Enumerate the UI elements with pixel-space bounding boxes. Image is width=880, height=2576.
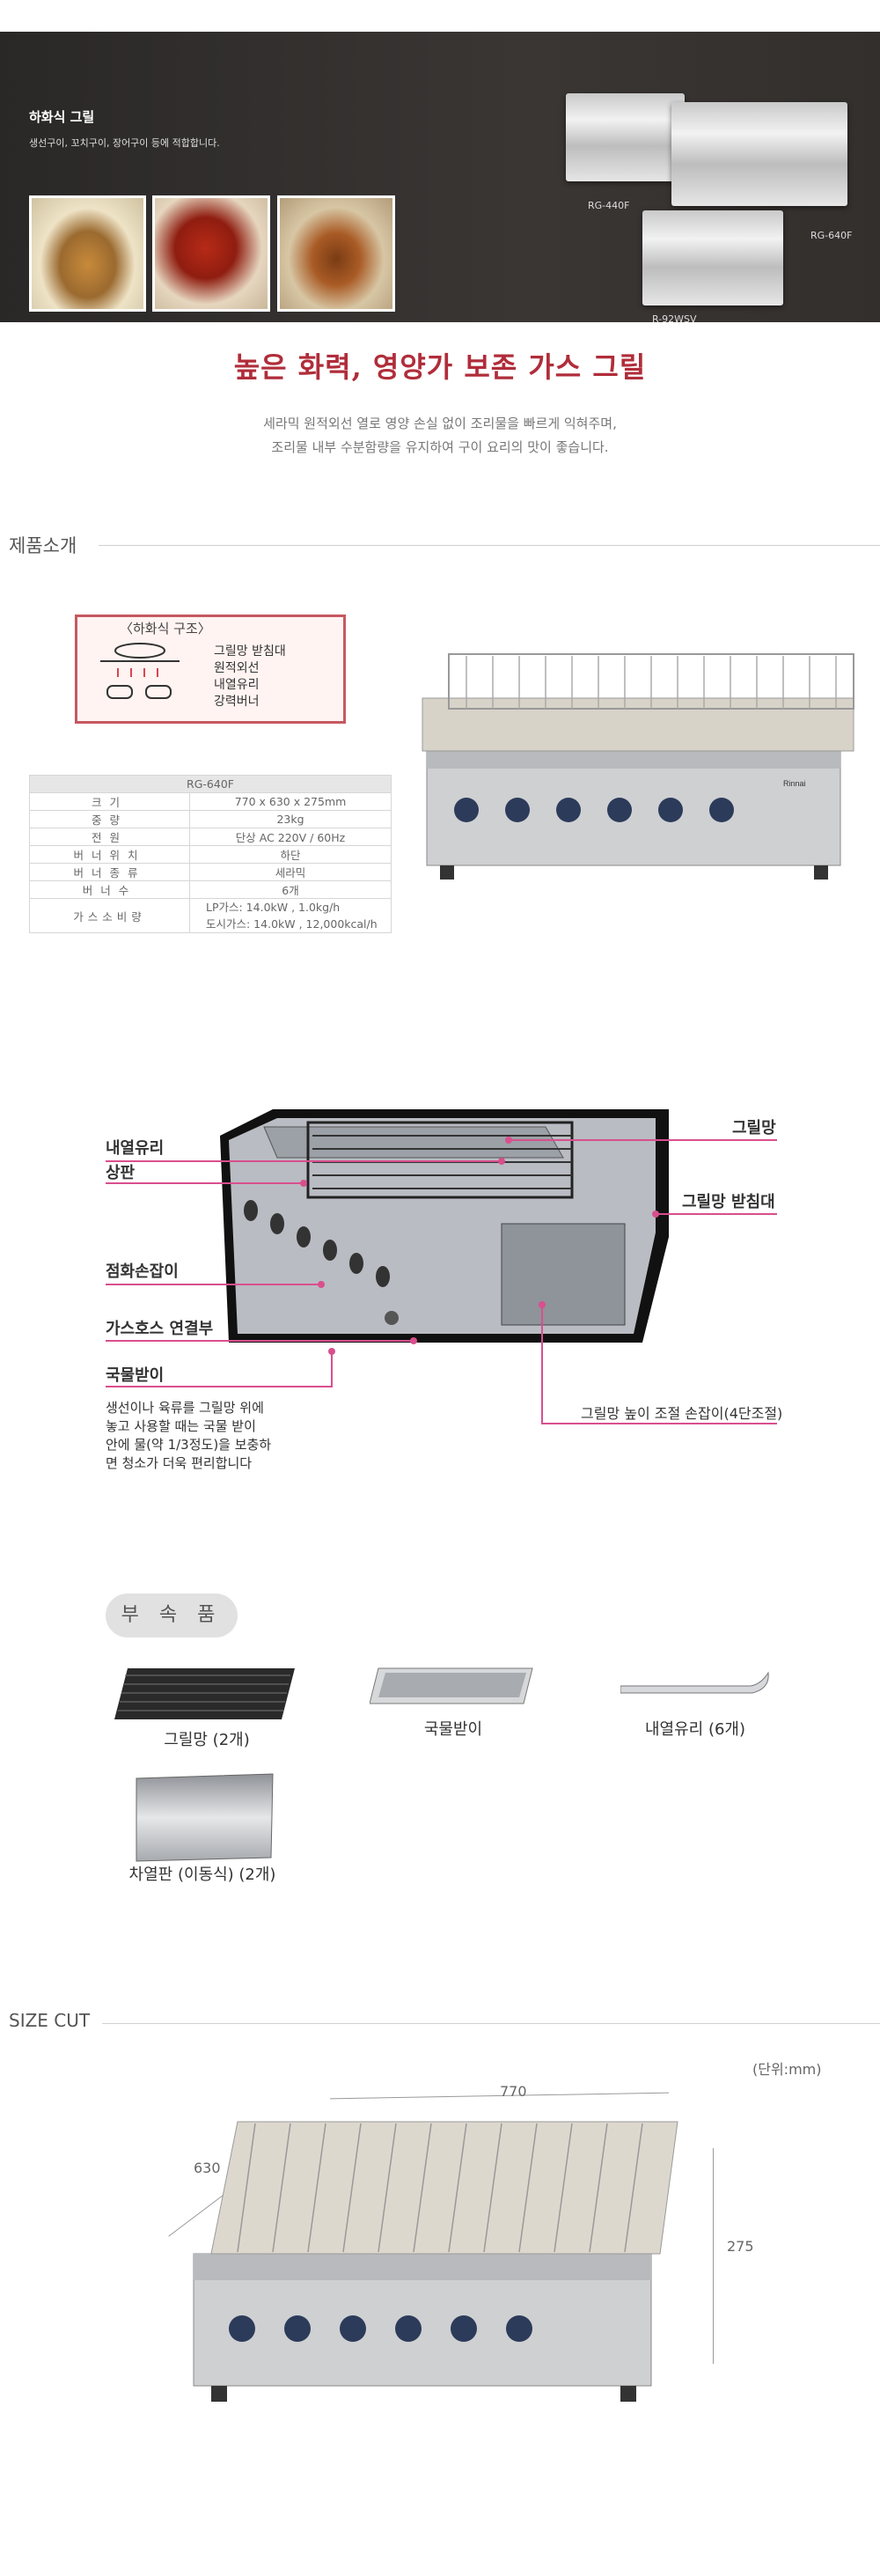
accessories-badge: 부 속 품 (106, 1593, 238, 1638)
diagram-title: 〈하화식 구조〉 (120, 621, 211, 637)
hero-subtitle: 생선구이, 꼬치구이, 장어구이 등에 적합합니다. (29, 137, 220, 149)
spec-label: 버너수 (29, 880, 190, 899)
leader-drip-tray (106, 1386, 333, 1387)
spec-model-header: RG-640F (29, 775, 392, 793)
section-divider (99, 545, 880, 546)
part-label-hose: 가스호스 연결부 (106, 1320, 214, 1338)
leader-grill-support (656, 1213, 777, 1215)
diagram-label-grill-support: 그릴망 받침대 (214, 644, 286, 659)
spec-gas-lp: LP가스: 14.0kW , 1.0kg/h (206, 901, 341, 914)
spec-label: 전원 (29, 828, 190, 846)
fish-photo (29, 195, 146, 312)
leader-dot (539, 1301, 546, 1308)
size-product-image (193, 2121, 678, 2402)
diagram-label-glass: 내열유리 (214, 678, 260, 692)
accessory-label-heat-shield: 차열판 (이동식) (2개) (128, 1866, 276, 1884)
width-value: 770 (500, 2083, 527, 2100)
grill-net-image (114, 1668, 295, 1719)
rg-640f-image (671, 102, 847, 206)
leader-ignition (106, 1284, 321, 1285)
diagram-label-burner: 강력버너 (214, 695, 260, 709)
note-line-4: 면 청소가 더욱 편리합니다 (106, 1455, 253, 1471)
leader-glass (106, 1160, 502, 1162)
part-label-drip-tray: 국물받이 (106, 1366, 165, 1385)
spec-label: 크기 (29, 792, 190, 811)
leader-grill (509, 1139, 777, 1141)
glass-image (620, 1671, 769, 1694)
leader-dot (328, 1348, 335, 1355)
leader-height (541, 1423, 777, 1424)
brand-logo: Rinnai (783, 779, 806, 788)
leader-top-plate (106, 1182, 304, 1184)
hero-title: 하화식 그릴 (29, 109, 95, 125)
leader-dot (410, 1337, 417, 1344)
spec-label: 중량 (29, 810, 190, 828)
note-line-2: 놓고 사용할 때는 국물 받이 (106, 1418, 256, 1434)
height-dimension-line (713, 2148, 714, 2364)
leader-dot (505, 1137, 512, 1144)
spec-value: 하단 (189, 845, 392, 864)
spec-label: 버너위치 (29, 845, 190, 864)
parts-product-image (220, 1109, 669, 1343)
product-image-rg640f: Rinnai (422, 653, 854, 880)
spec-value: 세라믹 (189, 863, 392, 881)
model-label-rg440f: RG-440F (588, 200, 630, 211)
leader-height-v (541, 1305, 543, 1424)
unit-label: (단위:mm) (752, 2061, 822, 2078)
model-label-rg640f: RG-640F (810, 230, 853, 241)
spec-gas-city: 도시가스: 14.0kW , 12,000kcal/h (206, 917, 378, 931)
skewer-photo (152, 195, 270, 312)
part-label-height-handle: 그릴망 높이 조절 손잡이(4단조절) (581, 1405, 783, 1422)
leader-dot (498, 1158, 505, 1165)
spec-label: 버너종류 (29, 863, 190, 881)
hero-banner: 하화식 그릴 생선구이, 꼬치구이, 장어구이 등에 적합합니다. RG-440… (0, 32, 880, 325)
spec-value: 770 x 630 x 275mm (189, 792, 392, 811)
part-label-grill-support: 그릴망 받침대 (682, 1193, 775, 1211)
accessory-label-drip-tray: 국물받이 (423, 1720, 483, 1739)
part-label-top-plate: 상판 (106, 1164, 136, 1182)
depth-value: 630 (194, 2160, 221, 2176)
leader-dot (652, 1211, 659, 1218)
r-92wsv-image (642, 210, 783, 305)
drip-tray-image (370, 1667, 533, 1704)
section-divider (102, 2023, 880, 2024)
description-line-2: 조리물 내부 수분함량을 유지하여 구이 요리의 맛이 좋습니다. (271, 439, 609, 455)
spec-value: 6개 (189, 880, 392, 899)
structure-icon (100, 643, 180, 699)
height-value: 275 (727, 2238, 754, 2255)
spec-value: 23kg (189, 810, 392, 828)
eel-photo (277, 195, 395, 312)
section-title-intro: 제품소개 (9, 535, 77, 556)
spec-value: 단상 AC 220V / 60Hz (189, 828, 392, 846)
heat-shield-image (136, 1773, 274, 1862)
accessory-label-glass: 내열유리 (6개) (644, 1720, 746, 1739)
part-label-grill: 그릴망 (732, 1119, 776, 1137)
description-line-1: 세라믹 원적외선 열로 영양 손실 없이 조리물을 빠르게 익혀주며, (263, 416, 617, 431)
leader-dot (300, 1180, 307, 1187)
note-line-1: 생선이나 육류를 그릴망 위에 (106, 1400, 264, 1416)
spec-label-gas: 가스소비량 (29, 898, 190, 933)
part-label-ignition: 점화손잡이 (106, 1262, 179, 1281)
model-label-r92wsv: R-92WSV (652, 313, 697, 325)
rg-440f-image (566, 93, 685, 181)
leader-dot (318, 1281, 325, 1288)
diagram-label-infrared: 원적외선 (214, 661, 260, 675)
leader-hose (106, 1340, 414, 1342)
accessory-label-grill-net: 그릴망 (2개) (164, 1731, 250, 1749)
note-line-3: 안에 물(약 1/3정도)을 보충하 (106, 1437, 272, 1453)
headline: 높은 화력, 영양가 보존 가스 그릴 (233, 350, 647, 384)
part-label-glass: 내열유리 (106, 1139, 165, 1158)
section-title-size: SIZE CUT (9, 2010, 91, 2031)
leader-drip-tray-v (331, 1351, 333, 1387)
structure-diagram: 〈하화식 구조〉 그릴망 받침대 원적외선 내열유리 강력버너 (75, 615, 346, 724)
